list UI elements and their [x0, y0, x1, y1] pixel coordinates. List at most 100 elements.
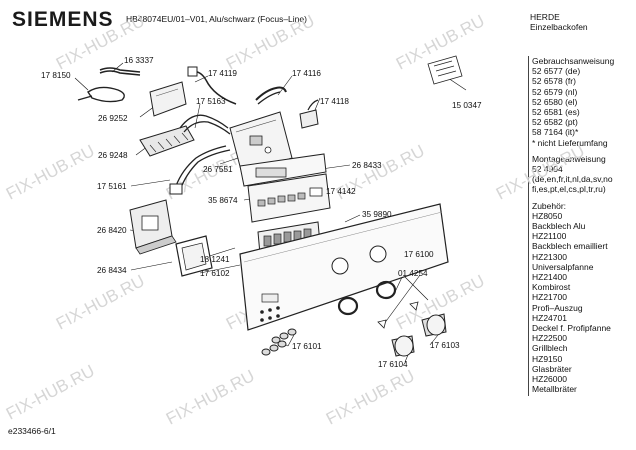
module-detail [235, 119, 277, 133]
sidebar-line: Universalpfanne [532, 261, 594, 272]
wire-loop-part [179, 114, 229, 129]
installation-group: Montageanweisung 52 4904 (de,en,fr,it,nl… [529, 154, 633, 195]
model-title: HB48074EU/01–V01, Alu/schwarz (Focus–Lin… [126, 14, 307, 24]
sidebar-line: Glasbräter [532, 363, 572, 374]
clock-display [255, 167, 287, 178]
sidebar-line: 52 6582 (pt) [532, 117, 578, 128]
sidebar-line: Zubehör: [532, 200, 567, 211]
cable-loop-part [87, 86, 125, 103]
wire-part [179, 149, 231, 191]
sidebar-line: 52 6577 (de) [532, 66, 581, 77]
terminal-block-part [139, 125, 195, 157]
sidebar-line: Deckel f. Profipfanne [532, 323, 611, 334]
sidebar-line: Montageanweisung [532, 153, 606, 164]
wire-harness-part [257, 91, 281, 105]
watermark: FIX-HUB.RU [323, 366, 418, 428]
panel-display [261, 293, 279, 303]
part-label: 17 4119 [208, 69, 237, 78]
sidebar-line: 52 6580 (el) [532, 96, 578, 107]
cable-end-part [77, 95, 93, 101]
small-parts-kit [427, 55, 463, 85]
watermark: FIX-HUB.RU [3, 141, 98, 203]
bracket-detail [155, 88, 179, 97]
panel-knob-hole [331, 257, 349, 275]
part-label: 15 0347 [452, 101, 482, 110]
sidebar-line: Backblech Alu [532, 221, 586, 232]
sidebar-line: Profi–Auszug [532, 302, 583, 313]
knob-ring-part [375, 280, 397, 300]
sidebar-line: HZ24701 [532, 312, 567, 323]
part-label: 17 4116 [292, 69, 321, 78]
document-id: e233466-6/1 [8, 426, 56, 436]
cable-part [99, 70, 141, 76]
accessories-group: Zubehör: HZ8050 Backblech Alu HZ21100 Ba… [529, 201, 633, 395]
manuals-group: Gebrauchsanweisung 52 6577 (de) 52 6578 … [529, 56, 633, 148]
category-line-2: Einzelbackofen [530, 22, 588, 32]
part-label: 17 4118 [320, 97, 349, 106]
sidebar-line: 52 6579 (nl) [532, 86, 578, 97]
wire-part [175, 145, 227, 187]
sidebar-line: 52 6581 (es) [532, 107, 580, 118]
display-window [309, 187, 323, 197]
part-label: 26 9252 [98, 114, 128, 123]
sidebar-line: fi,es,pt,el,cs,pl,tr,ru) [532, 184, 606, 195]
part-label: 01 4254 [398, 269, 428, 278]
connector-part [187, 66, 198, 77]
wire-loop-part [183, 121, 231, 135]
control-buttons [257, 192, 306, 207]
sidebar-line: 58 7164 (it)* [532, 127, 579, 138]
part-labels: 16 3337 17 4119 17 4116 17 8150 17 5163 … [41, 56, 482, 369]
part-label: 17 8150 [41, 71, 71, 80]
sidebar-line: HZ22500 [532, 333, 567, 344]
panel-knob-hole [369, 245, 387, 263]
panel-buttons [260, 306, 280, 322]
knob-ring-part [337, 296, 359, 316]
watermark: FIX-HUB.RU [163, 366, 258, 428]
rotary-knob-part [421, 313, 447, 337]
terminal-pins [149, 132, 189, 153]
part-label: 26 8433 [352, 161, 382, 170]
frame-inner [181, 242, 207, 271]
sidebar-line: Grillblech [532, 343, 568, 354]
connector-part [169, 183, 183, 195]
part-label: 17 6103 [430, 341, 460, 350]
relay-base [135, 235, 177, 255]
sidebar-line: 52 4904 [532, 164, 563, 175]
sidebar-line: HZ8050 [532, 210, 563, 221]
wire-part [307, 99, 319, 111]
part-label: 17 6101 [292, 342, 322, 351]
bracket-part [149, 81, 187, 117]
sidebar-line: (de,en,fr,it,nl,da,sv,no [532, 174, 613, 185]
part-label: 17 6102 [200, 269, 230, 278]
part-label: 26 8434 [97, 266, 127, 275]
connector-part [299, 109, 319, 129]
sidebar-line: HZ26000 [532, 374, 567, 385]
watermark: FIX-HUB.RU [223, 11, 318, 73]
documents-sidebar: Gebrauchsanweisung 52 6577 (de) 52 6578 … [528, 56, 633, 396]
part-label: 17 6100 [404, 250, 434, 259]
category-line-1: HERDE [530, 12, 560, 22]
brand-logo: SIEMENS [12, 8, 114, 31]
part-label: 17 4142 [326, 187, 356, 196]
sidebar-line: Backblech emailliert [532, 241, 608, 252]
part-label: 26 9248 [98, 151, 128, 160]
sidebar-line: Kombirost [532, 282, 571, 293]
sidebar-line: HZ21300 [532, 251, 567, 262]
part-label: 17 6104 [378, 360, 408, 369]
sidebar-line: HZ21400 [532, 272, 567, 283]
sidebar-line: HZ21700 [532, 292, 567, 303]
part-label: 17 5163 [196, 97, 226, 106]
sidebar-line: HZ21100 [532, 231, 567, 242]
screw-set-part [261, 328, 297, 356]
watermark: FIX-HUB.RU [493, 141, 588, 203]
sidebar-line: * nicht Lieferumfang [532, 137, 608, 148]
cable-part [99, 67, 141, 73]
watermark: FIX-HUB.RU [3, 361, 98, 423]
relay-window [141, 215, 159, 231]
sidebar-line: 52 6578 (fr) [532, 76, 576, 87]
module-knob [264, 146, 272, 154]
category-block: HERDE Einzelbackofen [530, 12, 588, 32]
part-label: 17 5161 [97, 182, 127, 191]
part-label: 16 3337 [124, 56, 154, 65]
